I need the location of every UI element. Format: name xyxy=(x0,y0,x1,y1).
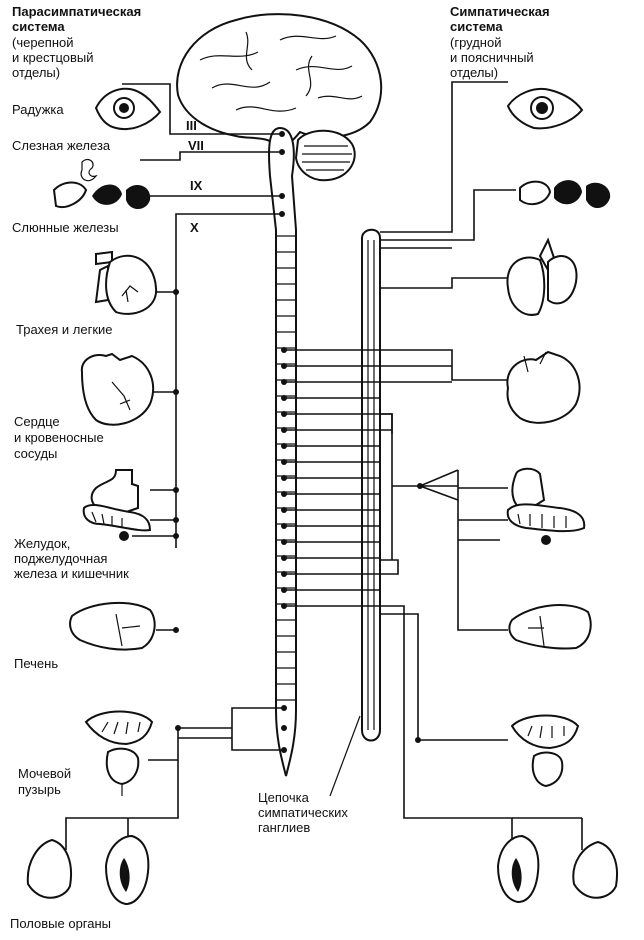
brain-icon xyxy=(176,13,383,182)
junction-dot xyxy=(281,411,287,417)
junction-dot xyxy=(415,737,421,743)
genitals-left-icon xyxy=(26,834,150,906)
label-stomach-2: поджелудочная xyxy=(14,551,108,566)
junction-dot xyxy=(281,475,287,481)
parasympathetic-subtitle-1: (черепной xyxy=(12,35,74,50)
label-lacrimal: Слезная железа xyxy=(12,138,111,153)
salivary-glands-left-icon xyxy=(52,181,151,209)
sympathetic-subtitle-2: и поясничный xyxy=(450,50,534,65)
sympathetic-title: Симпатическая xyxy=(450,4,550,19)
junction-dot xyxy=(281,603,287,609)
junction-dots xyxy=(173,131,423,753)
stomach-left-icon xyxy=(82,469,152,541)
junction-dot xyxy=(175,725,181,731)
label-heart-1: Сердце xyxy=(14,414,60,429)
junction-dot xyxy=(281,555,287,561)
label-genitals: Половые органы xyxy=(10,916,112,931)
junction-dot xyxy=(281,523,287,529)
junction-dot xyxy=(281,379,287,385)
junction-dot xyxy=(279,149,285,155)
parasympathetic-title-line2: система xyxy=(12,19,65,34)
heart-right-icon xyxy=(506,350,581,424)
junction-dot xyxy=(281,427,287,433)
label-chain-1: Цепочка xyxy=(258,790,309,805)
label-bladder-2: пузырь xyxy=(18,782,61,797)
label-chain-3: ганглиев xyxy=(258,820,311,835)
label-salivary: Слюнные железы xyxy=(12,220,119,235)
junction-dot xyxy=(417,483,423,489)
junction-dot xyxy=(173,289,179,295)
liver-left-icon xyxy=(69,601,156,651)
junction-dot xyxy=(281,705,287,711)
junction-dot xyxy=(281,443,287,449)
sympathetic-pathways xyxy=(284,81,583,850)
junction-dot xyxy=(173,627,179,633)
junction-dot xyxy=(281,347,287,353)
sympathetic-ganglia-chain xyxy=(361,228,381,742)
nerve-label-ix: IX xyxy=(190,178,203,193)
salivary-glands-right-icon xyxy=(519,180,611,209)
junction-dot xyxy=(173,487,179,493)
bladder-left-icon xyxy=(84,710,154,796)
eye-right-icon xyxy=(506,88,584,130)
junction-dot xyxy=(279,131,285,137)
genitals-right-icon xyxy=(496,834,618,904)
junction-dot xyxy=(279,211,285,217)
lungs-right-icon xyxy=(506,237,578,316)
parasympathetic-title: Парасимпатическая xyxy=(12,4,142,19)
parasympathetic-subtitle-2: и крестцовый xyxy=(12,50,94,65)
liver-right-icon xyxy=(508,604,592,650)
spinal-cord xyxy=(268,126,297,777)
label-stomach-1: Желудок, xyxy=(14,536,71,551)
heart-left-icon xyxy=(80,352,155,426)
junction-dot xyxy=(173,517,179,523)
sympathetic-subtitle-3: отделы) xyxy=(450,65,499,80)
parasympathetic-subtitle-3: отделы) xyxy=(12,65,61,80)
junction-dot xyxy=(173,533,179,539)
label-heart-2: и кровеносные xyxy=(14,430,104,445)
junction-dot xyxy=(281,539,287,545)
sympathetic-title-line2: система xyxy=(450,19,503,34)
junction-dot xyxy=(281,395,287,401)
junction-dot xyxy=(281,571,287,577)
label-lungs: Трахея и легкие xyxy=(16,322,113,337)
label-liver: Печень xyxy=(14,656,59,671)
lungs-left-icon xyxy=(94,250,158,315)
junction-dot xyxy=(281,459,287,465)
nerve-label-iii: III xyxy=(186,118,197,133)
eye-left-icon xyxy=(94,87,162,130)
junction-dot xyxy=(281,747,287,753)
junction-dot xyxy=(279,193,285,199)
sympathetic-subtitle-1: (грудной xyxy=(450,35,502,50)
junction-dot xyxy=(173,389,179,395)
label-chain-2: симпатических xyxy=(258,805,348,820)
label-heart-3: сосуды xyxy=(14,446,58,461)
label-stomach-3: железа и кишечник xyxy=(14,566,129,581)
nerve-label-vii: VII xyxy=(188,138,204,153)
junction-dot xyxy=(281,363,287,369)
lacrimal-gland-icon xyxy=(80,158,98,182)
junction-dot xyxy=(281,507,287,513)
label-iris: Радужка xyxy=(12,102,64,117)
junction-dot xyxy=(281,491,287,497)
junction-dot xyxy=(281,725,287,731)
stomach-right-icon xyxy=(506,467,586,545)
bladder-right-icon xyxy=(510,714,580,788)
label-bladder-1: Мочевой xyxy=(18,766,72,781)
nerve-label-x: X xyxy=(190,220,199,235)
junction-dot xyxy=(281,587,287,593)
